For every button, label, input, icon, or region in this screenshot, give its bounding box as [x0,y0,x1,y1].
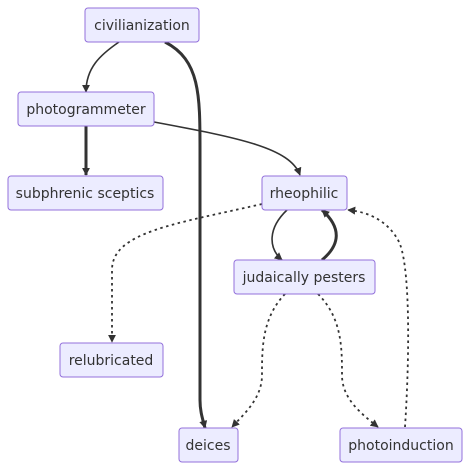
node-civilianization-label: civilianization [94,18,190,34]
edge-civilianization-deices [164,40,208,429]
node-civilianization[interactable]: civilianization [84,7,200,43]
node-photoinduction[interactable]: photoinduction [339,427,463,463]
edge-judaically-photoinduction [317,293,379,428]
edge-photoinduction-rheophilic [347,206,410,428]
edge-civilianization-photogrammeter [82,41,120,93]
node-relubricated-label: relubricated [69,353,154,369]
node-subphrenic-sceptics[interactable]: subphrenic sceptics [7,175,164,211]
edges [82,40,410,429]
node-photogrammeter[interactable]: photogrammeter [17,91,155,127]
node-judaically-pesters[interactable]: judaically pesters [233,259,376,295]
edge-judaically-deices [231,293,286,428]
node-rheophilic-label: rheophilic [270,186,339,202]
node-judaically-pesters-label: judaically pesters [242,270,366,286]
edge-rheophilic-judaically [271,209,288,261]
node-deices-label: deices [186,438,231,454]
node-relubricated[interactable]: relubricated [59,342,164,378]
edge-photogrammeter-rheophilic [153,121,302,176]
node-rheophilic[interactable]: rheophilic [261,175,348,211]
node-photogrammeter-label: photogrammeter [26,102,146,118]
edge-judaically-rheophilic [320,208,338,262]
edge-rheophilic-relubricated [108,203,263,343]
node-deices[interactable]: deices [178,427,239,463]
node-photoinduction-label: photoinduction [348,438,453,454]
node-subphrenic-sceptics-label: subphrenic sceptics [16,186,155,202]
